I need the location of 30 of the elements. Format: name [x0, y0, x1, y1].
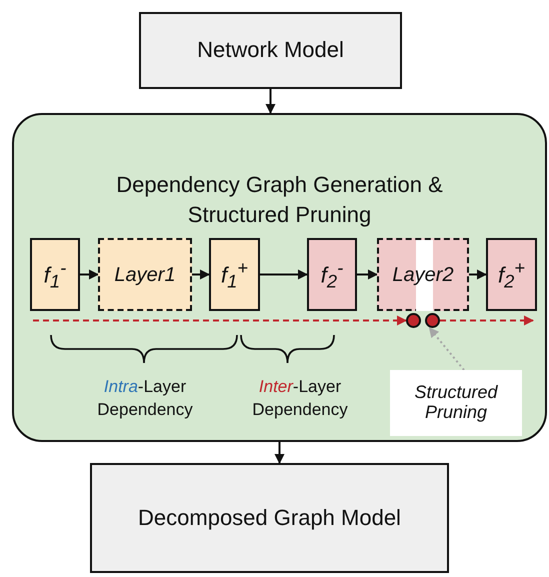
layer-box [98, 238, 192, 311]
node-label: Decomposed Graph Model [138, 506, 401, 530]
arrow [266, 89, 276, 114]
arrow [274, 442, 284, 464]
feature-box [486, 238, 537, 311]
arrow [440, 316, 534, 326]
panel [12, 113, 547, 442]
node-label: Layer2 [392, 264, 454, 286]
process-box [90, 463, 449, 573]
feature-box [307, 238, 357, 311]
process-box [139, 12, 402, 89]
feature-box [209, 238, 260, 311]
dependency-label: Intra-Layer Dependency [96, 376, 194, 421]
arrow [192, 270, 210, 280]
arrow [33, 316, 407, 326]
arrow [357, 270, 378, 280]
node-label: Network Model [197, 38, 344, 63]
leader-line [428, 327, 465, 371]
callout-box [390, 370, 522, 436]
arrow [260, 270, 308, 280]
channel-dot [425, 313, 440, 328]
panel-title: Dependency Graph Generation & Structured Pruning [115, 171, 444, 229]
arrow [469, 270, 487, 280]
dependency-label: Inter-Layer Dependency [251, 376, 349, 421]
layer-box [377, 238, 469, 311]
channel-dot [406, 313, 421, 328]
feature-box [30, 238, 80, 311]
node-label: Layer1 [114, 264, 176, 286]
arrow [80, 270, 99, 280]
node-label: Structured Pruning [413, 383, 499, 423]
